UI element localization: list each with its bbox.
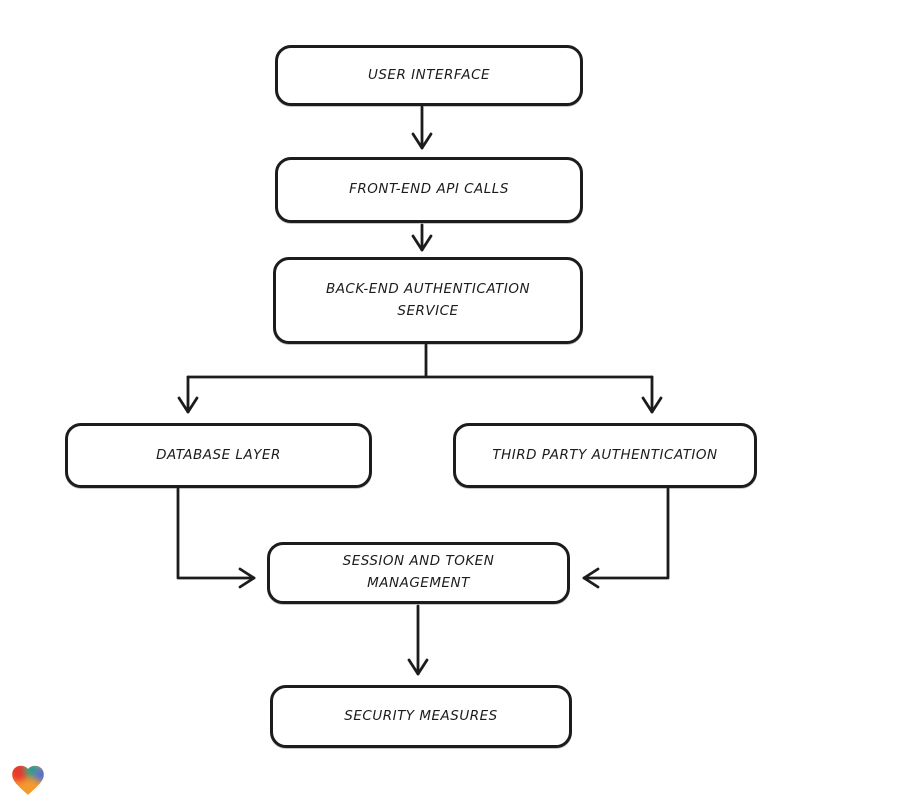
node-security-measures-label: SECURITY MEASURES <box>344 707 498 724</box>
node-front-end-api-calls[interactable]: FRONT-END API CALLS <box>275 157 583 223</box>
edge-branch-rail <box>186 343 654 379</box>
edge-third-party-auth-to-session <box>582 487 670 589</box>
node-third-party-authentication[interactable]: THIRD PARTY AUTHENTICATION <box>453 423 757 488</box>
node-user-interface-label: USER INTERFACE <box>367 66 491 83</box>
node-front-end-api-calls-label: FRONT-END API CALLS <box>349 181 509 198</box>
node-user-interface[interactable]: USER INTERFACE <box>275 45 583 106</box>
node-security-measures[interactable]: SECURITY MEASURES <box>270 685 572 748</box>
node-session-and-token-management[interactable]: SESSION AND TOKEN MANAGEMENT <box>267 542 570 604</box>
node-third-party-authentication-label: THIRD PARTY AUTHENTICATION <box>492 446 718 463</box>
gradient-heart-icon[interactable] <box>9 761 47 799</box>
node-session-and-token-management-label: SESSION AND TOKEN MANAGEMENT <box>342 553 495 591</box>
node-back-end-authentication-service-label: BACK-END AUTHENTICATION SERVICE <box>325 280 531 319</box>
edge-database-layer-to-session <box>176 487 256 589</box>
node-back-end-authentication-service[interactable]: BACK-END AUTHENTICATION SERVICE <box>273 257 583 344</box>
node-database-layer-label: DATABASE LAYER <box>156 446 281 463</box>
node-database-layer[interactable]: DATABASE LAYER <box>65 423 372 488</box>
